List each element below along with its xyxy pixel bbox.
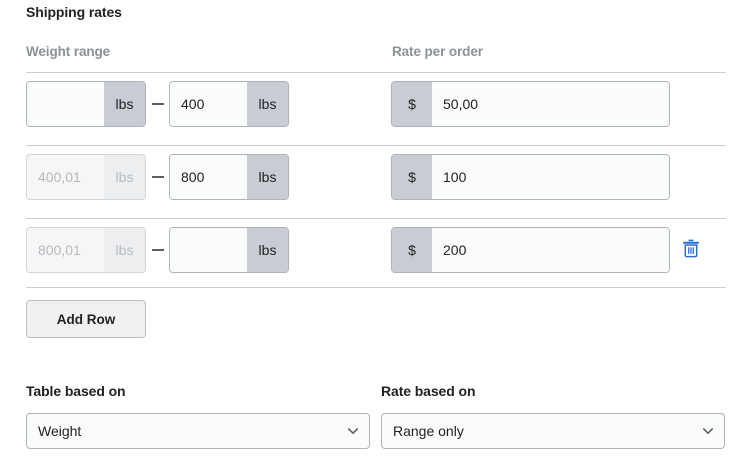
weight-to-value: 400 bbox=[170, 82, 247, 126]
rate-group: $ 200 bbox=[391, 227, 670, 273]
trash-icon bbox=[681, 238, 701, 262]
column-header-rate-per-order: Rate per order bbox=[392, 44, 483, 59]
table-row: lbs 400 lbs $ 50,00 bbox=[0, 81, 750, 127]
table-based-on-value: Weight bbox=[38, 423, 82, 439]
table-row: 400,01 lbs 800 lbs $ 100 bbox=[0, 154, 750, 200]
rate-value: 50,00 bbox=[432, 82, 669, 126]
weight-to-field[interactable]: 800 lbs bbox=[169, 154, 289, 200]
weight-from-field: 400,01 lbs bbox=[26, 154, 146, 200]
rate-value: 200 bbox=[432, 228, 669, 272]
weight-from-value: 400,01 bbox=[27, 155, 104, 199]
rate-value: 100 bbox=[432, 155, 669, 199]
weight-range-group: 800,01 lbs lbs bbox=[26, 227, 289, 273]
range-separator bbox=[146, 249, 169, 251]
weight-from-value bbox=[27, 82, 104, 126]
weight-to-value: 800 bbox=[170, 155, 247, 199]
weight-to-unit: lbs bbox=[247, 155, 288, 199]
rate-based-on-label: Rate based on bbox=[381, 383, 476, 399]
weight-from-value: 800,01 bbox=[27, 228, 104, 272]
weight-to-field[interactable]: 400 lbs bbox=[169, 81, 289, 127]
weight-from-field: 800,01 lbs bbox=[26, 227, 146, 273]
weight-to-field[interactable]: lbs bbox=[169, 227, 289, 273]
divider-header bbox=[26, 72, 726, 73]
divider-row-2 bbox=[26, 218, 726, 219]
weight-to-unit: lbs bbox=[247, 228, 288, 272]
range-separator bbox=[146, 103, 169, 105]
divider-row-1 bbox=[26, 145, 726, 146]
currency-symbol: $ bbox=[392, 155, 432, 199]
rate-based-on-select[interactable]: Range only bbox=[381, 413, 725, 449]
weight-to-value bbox=[170, 228, 247, 272]
rate-field[interactable]: $ 50,00 bbox=[391, 81, 670, 127]
weight-range-group: lbs 400 lbs bbox=[26, 81, 289, 127]
rate-based-on-value: Range only bbox=[393, 423, 464, 439]
divider-row-3 bbox=[26, 287, 726, 288]
weight-to-unit: lbs bbox=[247, 82, 288, 126]
table-row: 800,01 lbs lbs $ 200 bbox=[0, 227, 750, 273]
page-title: Shipping rates bbox=[26, 4, 122, 20]
table-based-on-select[interactable]: Weight bbox=[26, 413, 370, 449]
weight-from-field[interactable]: lbs bbox=[26, 81, 146, 127]
table-based-on-label: Table based on bbox=[26, 383, 126, 399]
column-header-weight-range: Weight range bbox=[26, 44, 111, 59]
delete-row-button[interactable] bbox=[679, 238, 703, 262]
weight-from-unit: lbs bbox=[104, 228, 145, 272]
rate-field[interactable]: $ 200 bbox=[391, 227, 670, 273]
rate-field[interactable]: $ 100 bbox=[391, 154, 670, 200]
rate-group: $ 50,00 bbox=[391, 81, 670, 127]
chevron-down-icon bbox=[337, 424, 369, 438]
weight-from-unit: lbs bbox=[104, 82, 145, 126]
chevron-down-icon bbox=[692, 424, 724, 438]
rate-group: $ 100 bbox=[391, 154, 670, 200]
weight-range-group: 400,01 lbs 800 lbs bbox=[26, 154, 289, 200]
add-row-button[interactable]: Add Row bbox=[26, 300, 146, 338]
currency-symbol: $ bbox=[392, 228, 432, 272]
currency-symbol: $ bbox=[392, 82, 432, 126]
range-separator bbox=[146, 176, 169, 178]
weight-from-unit: lbs bbox=[104, 155, 145, 199]
